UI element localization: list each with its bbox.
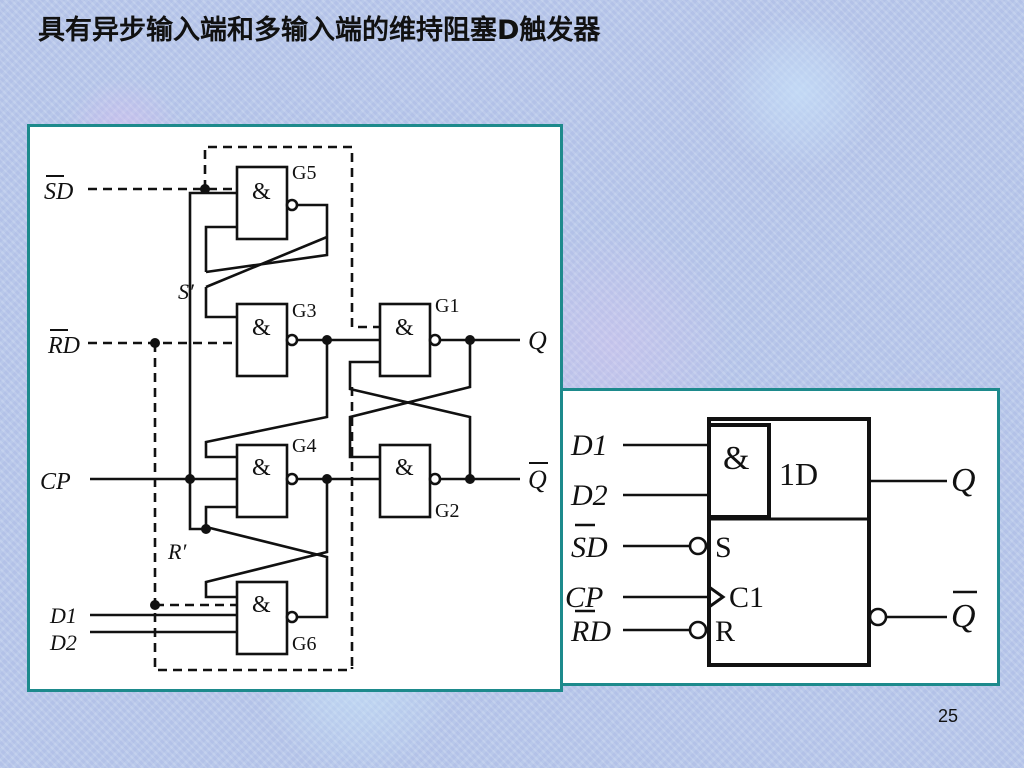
input-d2-label: D2 (49, 630, 77, 655)
logic-circuit-panel: & & & & & & G5 G3 G1 G4 G2 G6 S′ R′ SD R… (27, 124, 563, 692)
symbol-pin-s: S (715, 531, 732, 564)
gate-g3-symbol: & (252, 315, 271, 341)
output-q-bar-label: Q (528, 465, 547, 494)
logic-circuit-diagram: & & & & & & G5 G3 G1 G4 G2 G6 S′ R′ SD R… (40, 145, 548, 672)
symbol-output-q-bar: Q (951, 598, 976, 635)
symbol-pin-c1: C1 (729, 581, 764, 614)
symbol-input-sd: SD (571, 531, 608, 564)
output-q-label: Q (528, 326, 547, 355)
and-block (707, 423, 771, 519)
node-r-prime-label: R′ (167, 539, 187, 564)
symbol-wires (623, 443, 947, 640)
input-rd-label: RD (47, 333, 80, 359)
gate-g3-inverter-bubble (285, 333, 299, 347)
gate-g3-label: G3 (292, 300, 316, 322)
gate-g5-label: G5 (292, 162, 316, 184)
logic-symbol-panel: D1 D2 SD CP RD & 1D S C1 R Q Q (560, 388, 1000, 686)
gate-g5-symbol: & (252, 179, 271, 205)
dashed-wires (88, 145, 380, 672)
flip-flop-body (707, 417, 871, 667)
flip-flop-symbol: D1 D2 SD CP RD & 1D S C1 R Q Q (565, 417, 977, 667)
gate-g1-symbol: & (395, 315, 414, 341)
symbol-input-cp: CP (565, 581, 603, 614)
gate-g4-inverter-bubble (285, 472, 299, 486)
solid-wires (90, 191, 520, 634)
node-s-prime-label: S′ (178, 279, 195, 304)
input-d1-label: D1 (49, 603, 77, 628)
gate-g6-label: G6 (292, 633, 316, 655)
gate-g5-inverter-bubble (285, 198, 299, 212)
symbol-pin-1d: 1D (779, 456, 818, 492)
gate-g4-label: G4 (292, 435, 316, 457)
gate-g6-inverter-bubble (285, 610, 299, 624)
gate-g2-inverter-bubble (428, 472, 442, 486)
gate-g2-label: G2 (435, 500, 459, 522)
gate-g1-label: G1 (435, 295, 459, 317)
page-number: 25 (938, 706, 959, 726)
symbol-input-rd: RD (570, 615, 611, 648)
gate-g1-inverter-bubble (428, 333, 442, 347)
gate-g6-symbol: & (252, 592, 271, 618)
symbol-and-label: & (723, 440, 749, 477)
symbol-input-d2: D2 (570, 479, 608, 512)
symbol-output-q: Q (951, 462, 976, 499)
symbol-input-d1: D1 (570, 429, 608, 462)
input-cp-label: CP (40, 469, 71, 495)
input-sd-label: SD (44, 179, 73, 205)
gate-g2-symbol: & (395, 455, 414, 481)
gate-g4-symbol: & (252, 455, 271, 481)
symbol-pin-r: R (715, 615, 735, 648)
slide-title: 具有异步输入端和多输入端的维持阻塞D触发器 (38, 15, 601, 46)
junction-dots (150, 184, 475, 610)
